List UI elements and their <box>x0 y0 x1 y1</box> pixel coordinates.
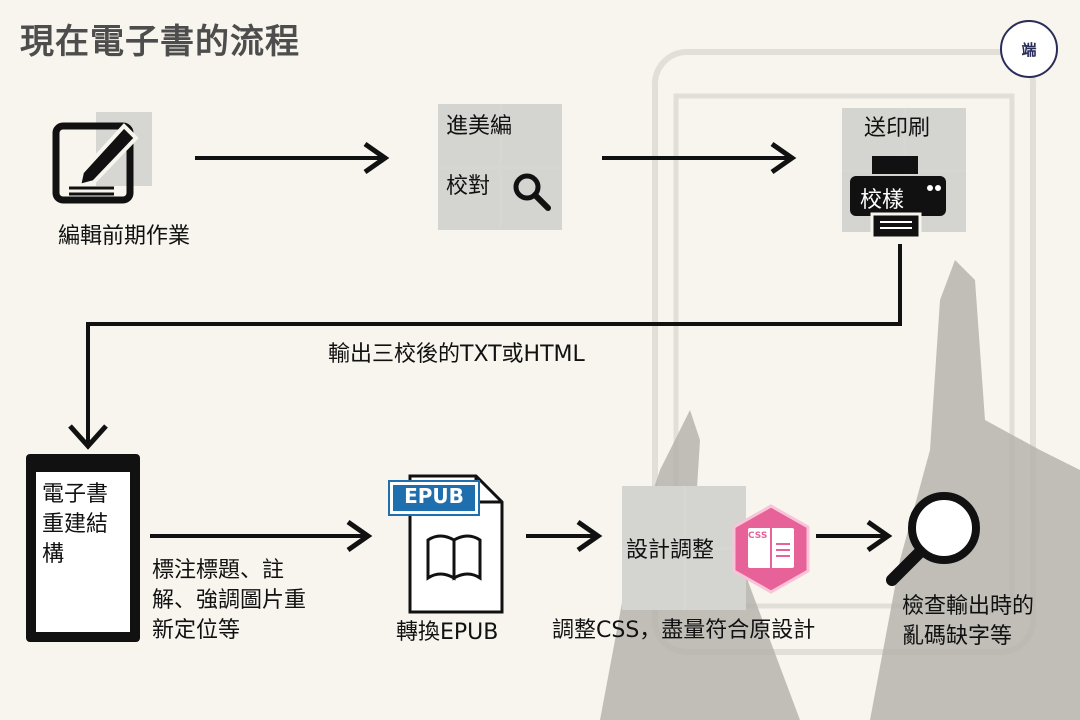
check-label: 檢查輸出時的亂碼缺字等 <box>902 594 1035 649</box>
arrow-proof-to-print <box>602 141 797 175</box>
output-label: 輸出三校後的TXT或HTML <box>328 342 585 367</box>
brand-logo: 端 <box>1000 20 1058 78</box>
magnifier-icon <box>886 492 980 586</box>
arrow-epub-to-design <box>526 519 603 553</box>
restructure-detail: 標注標題、註解、強調圖片重新定位等 <box>152 558 307 643</box>
convert-label: 轉換EPUB <box>396 620 499 645</box>
arrow-design-to-check <box>816 519 893 553</box>
css-badge-text: CSS <box>748 531 768 541</box>
css-book-icon <box>732 504 810 594</box>
arrow-edit-to-proof <box>195 141 390 175</box>
search-icon <box>513 173 551 211</box>
arrow-ebook-to-epub <box>150 519 373 553</box>
printer-icon <box>850 156 946 240</box>
ebook-device <box>26 454 140 642</box>
proof-group-label: 進美編 <box>446 114 513 139</box>
restructure-label: 電子書重建結構 <box>42 482 109 567</box>
design-adjust-label: 設計調整 <box>626 538 715 563</box>
proofread-label: 校對 <box>446 174 491 199</box>
epub-badge-text: EPUB <box>404 484 464 508</box>
design-panel <box>622 486 746 610</box>
edit-document-icon <box>52 122 139 204</box>
css-adjust-label: 調整CSS，盡量符合原設計 <box>552 618 816 643</box>
print-proof-label: 校樣 <box>860 188 905 213</box>
print-label: 送印刷 <box>864 116 931 141</box>
page-title: 現在電子書的流程 <box>20 22 300 62</box>
epub-badge <box>388 480 480 516</box>
logo-text: 端 <box>1021 40 1037 59</box>
editing-label: 編輯前期作業 <box>58 224 191 249</box>
proofread-panel <box>438 104 562 230</box>
ebook-screen <box>36 472 130 632</box>
